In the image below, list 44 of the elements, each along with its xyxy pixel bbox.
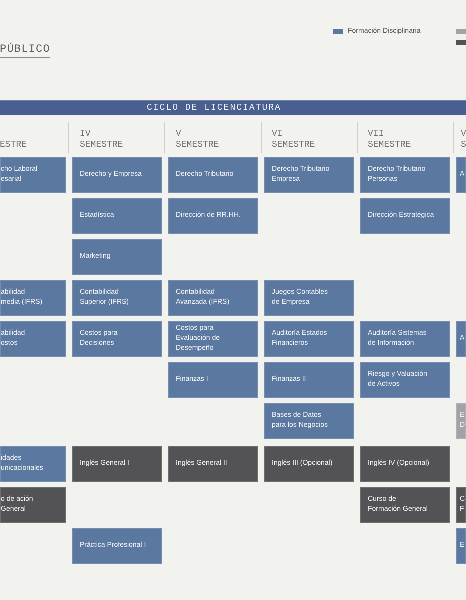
course-box bbox=[0, 280, 66, 316]
course-box bbox=[72, 446, 162, 482]
course-box bbox=[264, 321, 354, 357]
course-box bbox=[168, 446, 258, 482]
page-title: PÚBLICO bbox=[0, 44, 50, 58]
course-box bbox=[264, 362, 354, 398]
course-box bbox=[168, 157, 258, 193]
semester-heading: V S bbox=[461, 129, 466, 151]
semester-heading: ESTRE bbox=[0, 140, 28, 151]
course-box bbox=[360, 321, 450, 357]
course-box bbox=[360, 198, 450, 234]
course-box bbox=[456, 403, 466, 439]
course-box bbox=[456, 157, 466, 193]
course-box bbox=[72, 157, 162, 193]
course-box bbox=[168, 321, 258, 357]
banner-title: CICLO DE LICENCIATURA bbox=[147, 102, 282, 114]
course-box bbox=[72, 321, 162, 357]
course-box bbox=[264, 157, 354, 193]
course-box bbox=[0, 321, 66, 357]
course-box bbox=[360, 487, 450, 523]
course-box bbox=[360, 446, 450, 482]
course-box bbox=[168, 280, 258, 316]
course-box bbox=[264, 403, 354, 439]
semester-heading: VII SEMESTRE bbox=[368, 129, 412, 151]
course-box bbox=[0, 157, 66, 193]
course-box bbox=[72, 198, 162, 234]
course-box bbox=[360, 362, 450, 398]
course-box bbox=[168, 198, 258, 234]
course-box bbox=[72, 528, 162, 564]
course-box bbox=[72, 239, 162, 275]
course-box bbox=[456, 528, 466, 564]
cycle-banner bbox=[0, 100, 466, 115]
course-box bbox=[72, 280, 162, 316]
course-box bbox=[168, 362, 258, 398]
course-box bbox=[456, 487, 466, 523]
semester-heading: V SEMESTRE bbox=[176, 129, 220, 151]
semester-heading: IV SEMESTRE bbox=[80, 129, 124, 151]
course-box bbox=[456, 321, 466, 357]
course-box bbox=[0, 487, 66, 523]
course-box bbox=[360, 157, 450, 193]
course-box bbox=[264, 280, 354, 316]
course-box bbox=[264, 446, 354, 482]
semester-heading: VI SEMESTRE bbox=[272, 129, 316, 151]
course-box bbox=[0, 446, 66, 482]
